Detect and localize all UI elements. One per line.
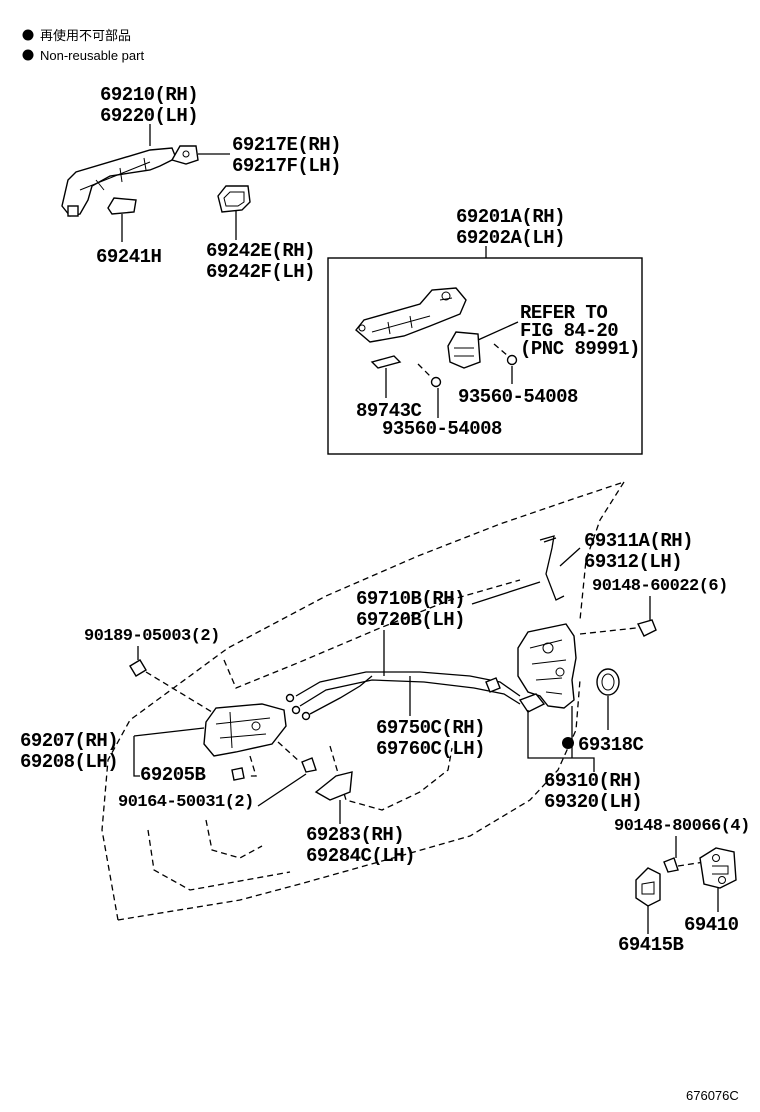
lock-rod	[539, 535, 565, 601]
label-90189-05003: 90189-05003(2)	[84, 627, 220, 646]
handle-cap	[170, 145, 199, 165]
label-fig-84-20: FIG 84-20	[520, 320, 618, 342]
legend-en-text: Non-reusable part	[40, 48, 144, 63]
lock-cylinder-module	[447, 331, 481, 369]
label-refer-to: REFER TO	[520, 302, 607, 324]
label-69217E: 69217E(RH)	[232, 134, 341, 156]
screw-93560-b	[493, 343, 518, 366]
label-69205B: 69205B	[140, 764, 206, 786]
label-90148-80066: 90148-80066(4)	[614, 817, 750, 836]
door-lock-assembly	[517, 623, 577, 713]
label-69720B: 69720B(LH)	[356, 609, 465, 631]
label-69242E: 69242E(RH)	[206, 240, 315, 262]
label-69320: 69320(LH)	[544, 791, 642, 813]
striker-cover	[635, 867, 661, 907]
outside-handle-frame	[61, 147, 177, 217]
screw-90148-b	[663, 857, 705, 873]
screw-90164	[277, 741, 317, 773]
bracket-89743C	[370, 355, 402, 369]
handle-seal	[217, 185, 251, 213]
screw-69205B	[231, 755, 257, 781]
label-69415B: 69415B	[618, 934, 684, 956]
frame-assembly	[355, 287, 467, 343]
label-69410: 69410	[684, 914, 739, 936]
label-69207: 69207(RH)	[20, 730, 118, 752]
legend-jp-text: 再使用不可部品	[40, 28, 131, 43]
door-striker	[699, 847, 737, 889]
assembly-detail-box	[327, 257, 643, 455]
label-69318C: 69318C	[578, 734, 644, 756]
lock-grommet	[596, 668, 620, 696]
label-69220: 69220(LH)	[100, 105, 198, 127]
label-93560-54008-a: 93560-54008	[382, 418, 502, 440]
clip-90189	[129, 659, 147, 677]
label-69310: 69310(RH)	[544, 770, 642, 792]
label-69710B: 69710B(RH)	[356, 588, 465, 610]
control-cables	[285, 671, 521, 721]
label-89743C: 89743C	[356, 400, 422, 422]
label-69241H: 69241H	[96, 246, 162, 268]
non-reusable-bullet-icon	[22, 29, 34, 41]
figure-code: 676076C	[686, 1088, 739, 1103]
screw-93560-a	[417, 363, 442, 388]
label-pnc-89991: (PNC 89991)	[520, 338, 640, 360]
label-90164-50031: 90164-50031(2)	[118, 793, 254, 812]
handle-pad	[107, 197, 137, 215]
non-reusable-bullet-icon	[562, 737, 574, 749]
label-69217F: 69217F(LH)	[232, 155, 341, 177]
screw-90148-a	[579, 619, 657, 637]
label-69283: 69283(RH)	[306, 824, 404, 846]
label-69210: 69210(RH)	[100, 84, 198, 106]
non-reusable-bullet-icon	[22, 49, 34, 61]
label-90148-60022: 90148-60022(6)	[592, 577, 728, 596]
label-69202A: 69202A(LH)	[456, 227, 565, 249]
legend: 再使用不可部品 Non-reusable part	[22, 28, 144, 63]
label-69312: 69312(LH)	[584, 551, 682, 573]
label-93560-54008-b: 93560-54008	[458, 386, 578, 408]
label-69242F: 69242F(LH)	[206, 261, 315, 283]
label-69201A: 69201A(RH)	[456, 206, 565, 228]
handle-bezel	[314, 771, 353, 801]
label-69284C: 69284C(LH)	[306, 845, 415, 867]
label-69208: 69208(LH)	[20, 751, 118, 773]
inside-handle	[203, 703, 287, 757]
label-69750C: 69750C(RH)	[376, 717, 485, 739]
label-69760C: 69760C(LH)	[376, 738, 485, 760]
label-69311A: 69311A(RH)	[584, 530, 693, 552]
